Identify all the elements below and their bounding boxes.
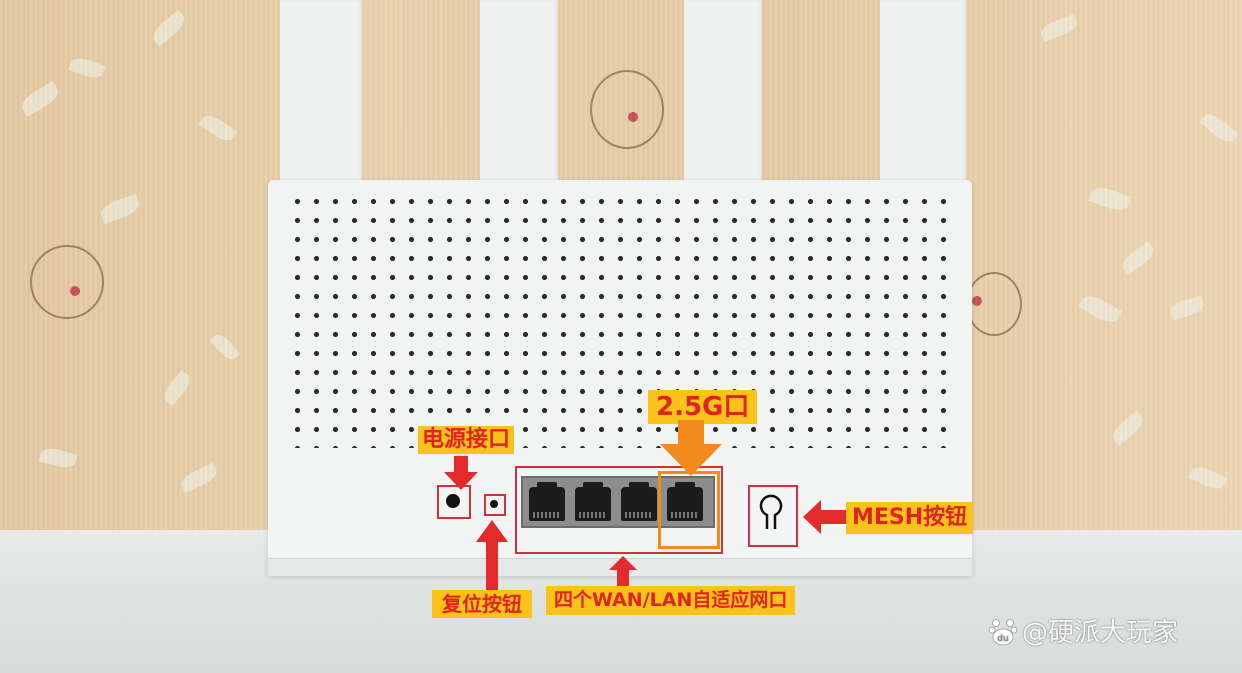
antenna-3 — [684, 0, 762, 190]
red-arrow-left-icon — [803, 500, 849, 534]
watermark: du @硬派大玩家 — [988, 612, 1178, 649]
antenna-4 — [880, 0, 966, 190]
mesh-button-highlight — [748, 485, 798, 547]
port-bay — [521, 476, 715, 528]
label-wan-lan-ports: 四个WAN/LAN自适应网口 — [546, 586, 796, 615]
label-2-5g-port: 2.5G口 — [648, 390, 758, 424]
antenna-1 — [280, 0, 362, 190]
antenna-2 — [480, 0, 558, 190]
ethernet-port-2 — [575, 482, 611, 521]
reset-button — [490, 500, 498, 508]
router-body — [268, 180, 972, 576]
label-power-port: 电源接口 — [418, 426, 515, 454]
reset-button-highlight — [484, 494, 506, 516]
ethernet-port-4-2-5g — [667, 482, 703, 521]
power-port-highlight — [437, 485, 471, 519]
svg-text:du: du — [997, 634, 1008, 644]
red-arrow-up-icon — [609, 556, 637, 586]
power-port — [446, 494, 460, 508]
ethernet-port-3 — [621, 482, 657, 521]
mesh-button-icon — [759, 494, 783, 529]
label-reset-button: 复位按钮 — [432, 590, 532, 618]
wan-lan-ports-highlight — [515, 466, 723, 554]
label-mesh-button: MESH按钮 — [846, 502, 974, 534]
orange-arrow-down-icon — [660, 420, 722, 476]
baidu-paw-logo-icon: du — [988, 618, 1018, 645]
watermark-text: @硬派大玩家 — [1022, 618, 1179, 648]
red-arrow-up-icon — [476, 520, 508, 590]
red-arrow-down-icon — [444, 456, 478, 490]
ethernet-port-1 — [529, 482, 565, 521]
port-2-5g-highlight — [658, 471, 720, 549]
vent-grill — [288, 192, 952, 460]
